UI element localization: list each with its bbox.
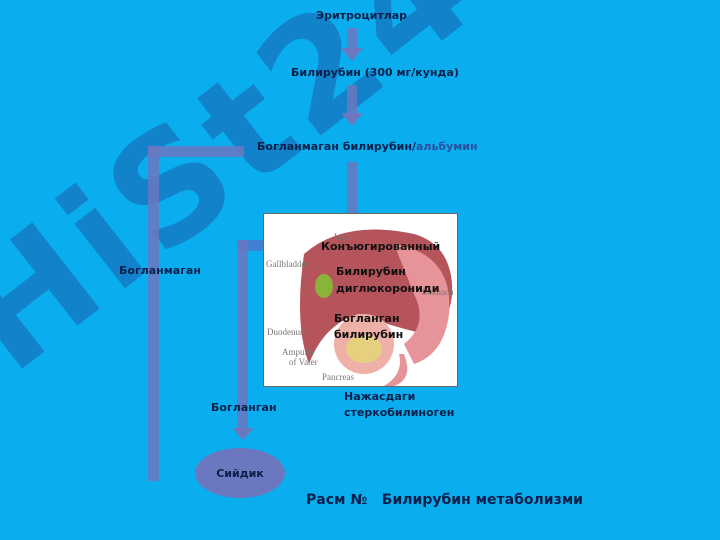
label-liver: Liver bbox=[334, 232, 354, 242]
node-bound-bilirubin-2: билирубин bbox=[334, 328, 404, 341]
node-unconjugated-albumin: Богланмаган билирубин/альбумин bbox=[257, 138, 478, 155]
node-conjugated-2: Билирубин bbox=[336, 265, 406, 278]
arrow-head bbox=[232, 428, 254, 440]
urine-node: Сийдик bbox=[195, 448, 285, 498]
connector-left-top bbox=[148, 146, 244, 157]
label-ampulla-2: of Vater bbox=[289, 357, 318, 367]
figure-caption: Расм № Билирубин метаболизми bbox=[306, 492, 583, 508]
node-erythrocytes: Эритроцитлар bbox=[316, 9, 408, 22]
node-bilirubin-daily: Билирубин (300 мг/кунда) bbox=[291, 66, 459, 79]
arrow-shaft bbox=[347, 85, 357, 113]
arrow-shaft bbox=[347, 28, 357, 50]
node-bound-bilirubin-1: Богланган bbox=[334, 312, 400, 325]
node-bound: Богланган bbox=[211, 401, 277, 414]
connector-inner-vertical bbox=[237, 240, 248, 430]
arrow-head bbox=[341, 113, 363, 126]
node-stool-2: стеркобилиноген bbox=[344, 406, 455, 419]
node-conjugated-1: Конъюгированный bbox=[321, 240, 441, 253]
connector-left-vertical bbox=[148, 146, 159, 481]
arrow-shaft bbox=[347, 162, 357, 217]
digestive-organs-image: Liver Gallbladder Stomach Duodenum Ampul… bbox=[263, 213, 458, 387]
urine-label: Сийдик bbox=[216, 466, 264, 480]
node-unconjugated-albumin-b: альбумин bbox=[415, 140, 478, 153]
organs-illustration bbox=[300, 229, 453, 386]
arrow-head bbox=[341, 48, 363, 61]
node-conjugated-3: диглюкорониди bbox=[336, 282, 440, 295]
label-ampulla: Ampulla bbox=[282, 347, 314, 357]
node-stool-1: Нажасдаги bbox=[344, 390, 416, 403]
node-unconjugated: Богланмаган bbox=[119, 264, 201, 277]
label-gallbladder: Gallbladder bbox=[266, 259, 309, 269]
label-duodenum: Duodenum bbox=[267, 327, 307, 337]
label-stomach: Stomach bbox=[422, 287, 454, 297]
label-pancreas: Pancreas bbox=[322, 372, 354, 382]
node-unconjugated-albumin-a: Богланмаган билирубин/ bbox=[257, 140, 416, 153]
